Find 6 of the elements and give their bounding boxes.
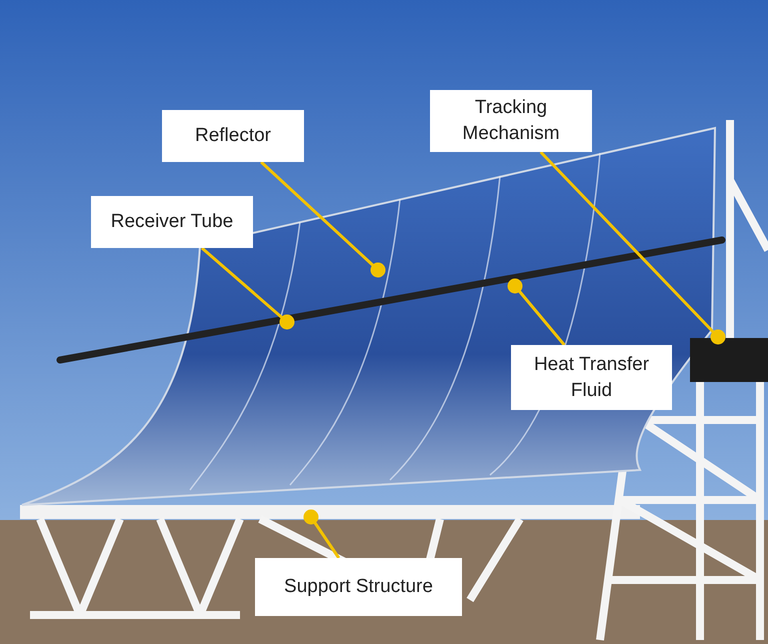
callout-label: Tracking Mechanism (430, 90, 592, 152)
leader-line (540, 150, 726, 344)
callout-label: Reflector (162, 110, 304, 162)
leader-line (304, 510, 340, 559)
leader-line (260, 160, 386, 278)
leader-line (200, 246, 294, 330)
